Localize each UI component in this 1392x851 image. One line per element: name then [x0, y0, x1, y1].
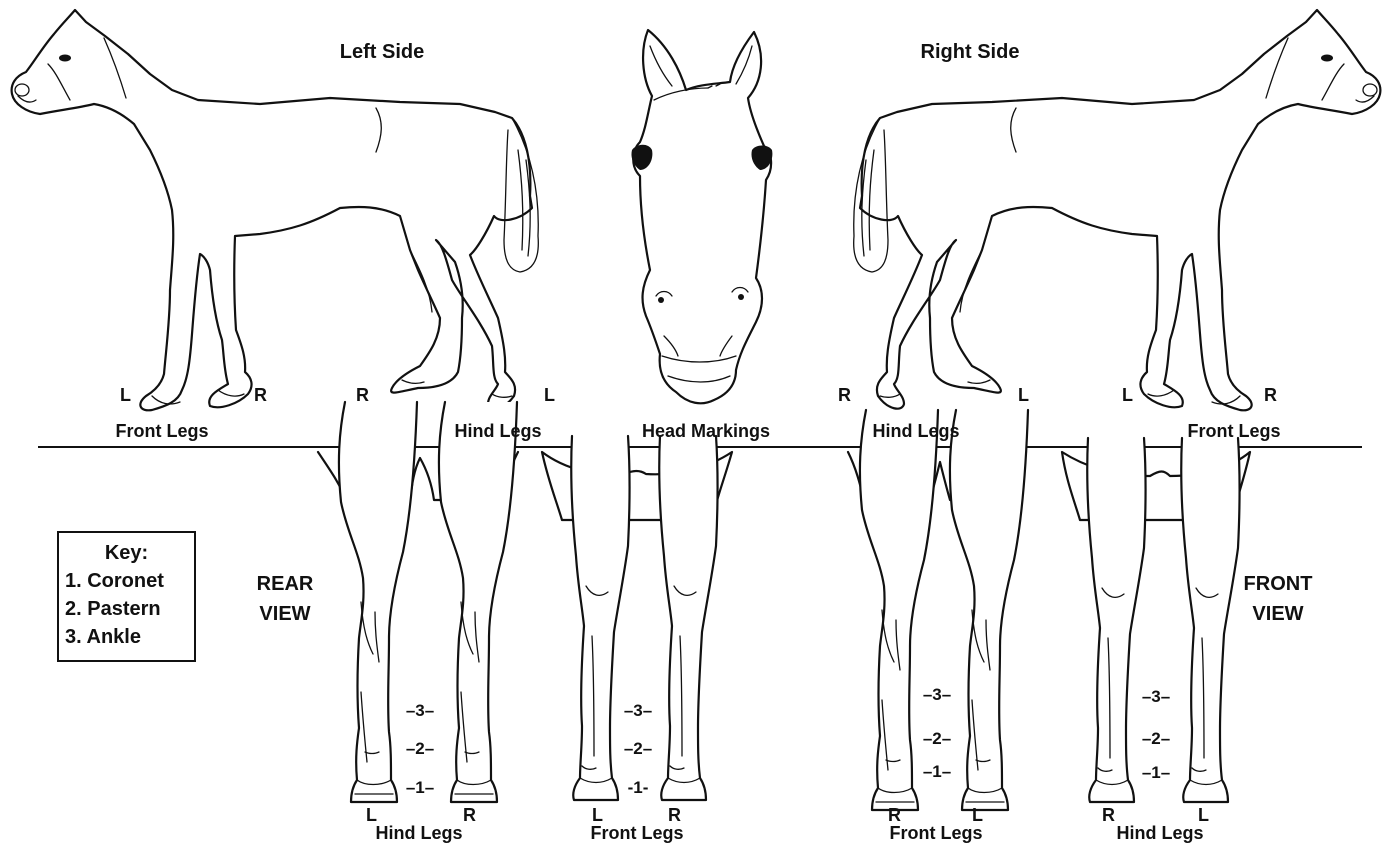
- panel4-right-mark: L: [1198, 806, 1209, 824]
- left-side-title: Left Side: [340, 42, 424, 62]
- panel1-right-mark: R: [463, 806, 476, 824]
- panel3-scale-2: –2–: [923, 730, 951, 747]
- right-hind-right-mark: R: [838, 386, 851, 404]
- panel2-caption: Front Legs: [591, 824, 684, 842]
- front-view-line1: FRONT: [1244, 569, 1313, 599]
- right-hind-left-mark: L: [1018, 386, 1029, 404]
- key-box: Key: 1. Coronet 2. Pastern 3. Ankle: [57, 531, 196, 662]
- left-hind-left-mark: L: [544, 386, 555, 404]
- panel3-caption: Front Legs: [890, 824, 983, 842]
- panel4-scale-3: –3–: [1142, 688, 1170, 705]
- front-view-front-legs-drawing: [848, 410, 1028, 810]
- panel3-right-mark: L: [972, 806, 983, 824]
- front-view-label: FRONT VIEW: [1244, 569, 1313, 629]
- panel3-scale-3: –3–: [923, 686, 951, 703]
- rear-view-line1: REAR: [257, 569, 314, 599]
- right-side-horse-drawing: [854, 10, 1381, 410]
- panel1-scale-3: –3–: [406, 702, 434, 719]
- left-hind-legs-caption: Hind Legs: [454, 422, 541, 440]
- head-markings-drawing: [631, 30, 772, 403]
- right-side-title: Right Side: [921, 42, 1020, 62]
- left-side-horse-drawing: [12, 10, 539, 410]
- left-front-left-mark: L: [120, 386, 131, 404]
- panel2-right-mark: R: [668, 806, 681, 824]
- front-view-line2: VIEW: [1244, 599, 1313, 629]
- right-front-legs-caption: Front Legs: [1188, 422, 1281, 440]
- key-title: Key:: [65, 539, 194, 567]
- panel2-scale-3: –3–: [624, 702, 652, 719]
- panel4-scale-1: –1–: [1142, 764, 1170, 781]
- panel3-left-mark: R: [888, 806, 901, 824]
- right-front-left-mark: L: [1122, 386, 1133, 404]
- panel1-left-mark: L: [366, 806, 377, 824]
- panel1-scale-1: –1–: [406, 779, 434, 796]
- left-hind-right-mark: R: [356, 386, 369, 404]
- key-item-coronet: 1. Coronet: [65, 567, 194, 595]
- right-hind-legs-caption: Hind Legs: [872, 422, 959, 440]
- panel2-left-mark: L: [592, 806, 603, 824]
- key-item-ankle: 3. Ankle: [65, 623, 194, 651]
- key-item-pastern: 2. Pastern: [65, 595, 194, 623]
- head-markings-caption: Head Markings: [642, 422, 770, 440]
- rear-view-line2: VIEW: [257, 599, 314, 629]
- panel2-scale-2: –2–: [624, 740, 652, 757]
- panel4-scale-2: –2–: [1142, 730, 1170, 747]
- panel3-scale-1: –1–: [923, 763, 951, 780]
- panel2-scale-1: -1-: [628, 779, 649, 796]
- panel1-scale-2: –2–: [406, 740, 434, 757]
- panel1-caption: Hind Legs: [375, 824, 462, 842]
- panel4-caption: Hind Legs: [1116, 824, 1203, 842]
- right-front-right-mark: R: [1264, 386, 1277, 404]
- left-front-legs-caption: Front Legs: [116, 422, 209, 440]
- panel4-left-mark: R: [1102, 806, 1115, 824]
- left-front-right-mark: R: [254, 386, 267, 404]
- rear-view-label: REAR VIEW: [257, 569, 314, 629]
